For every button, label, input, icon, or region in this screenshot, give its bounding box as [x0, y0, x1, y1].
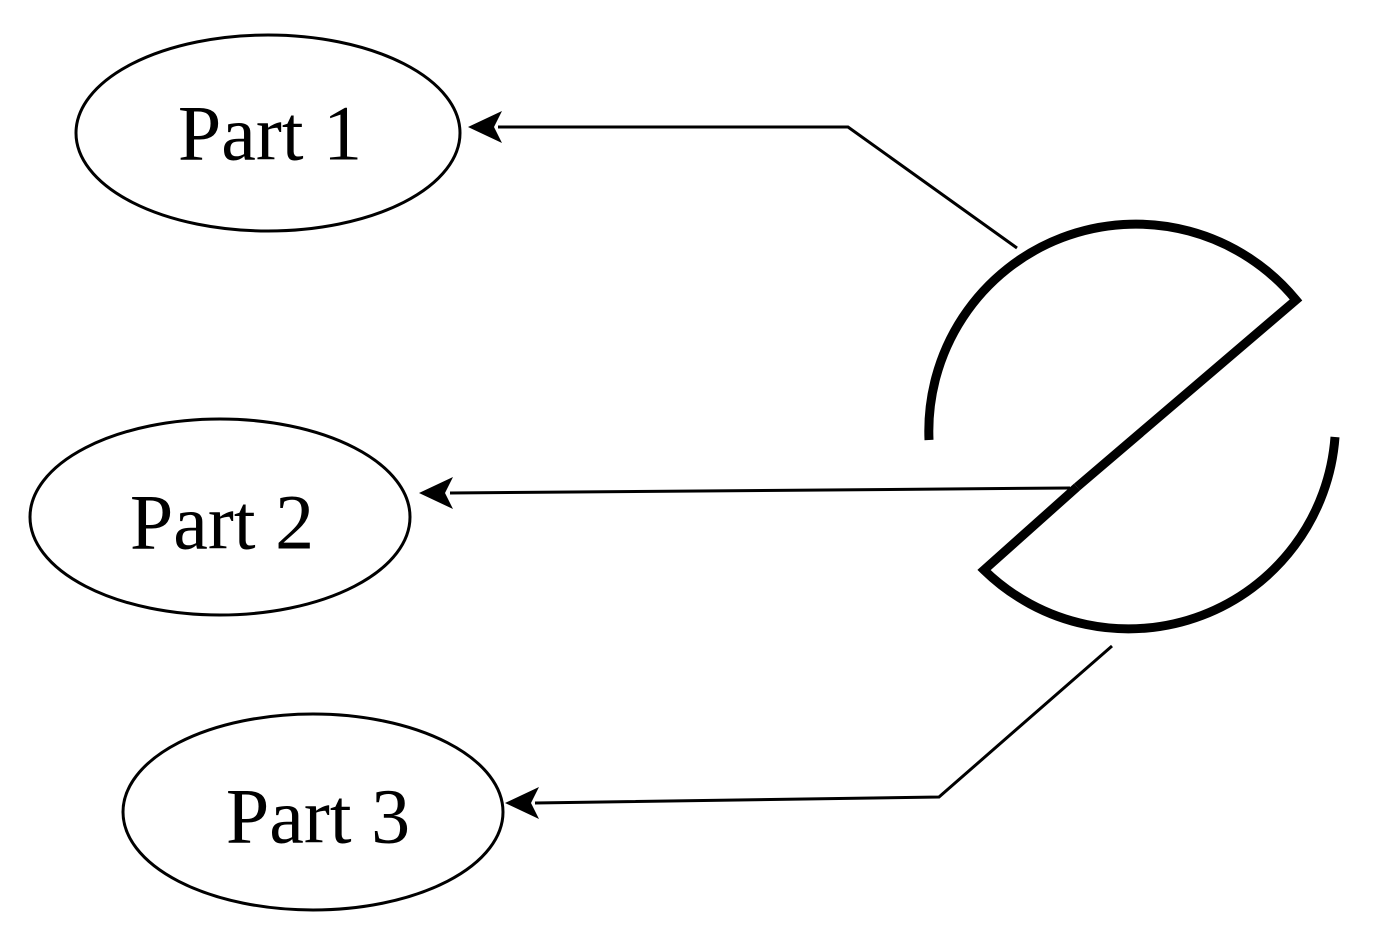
- node-part-2-ellipse: [28, 417, 412, 617]
- connector-part-2: [419, 477, 1071, 509]
- node-part-2: Part 2: [28, 417, 412, 617]
- node-part-1-label: Part 1: [178, 90, 362, 177]
- connector-part-1: [468, 111, 1018, 250]
- node-part-3-ellipse: [121, 712, 505, 912]
- node-part-1: Part 1: [74, 33, 462, 233]
- arrowhead-part-2: [419, 477, 453, 509]
- node-part-2-label: Part 2: [130, 479, 314, 566]
- arrowhead-part-3: [505, 787, 539, 819]
- arrowhead-part-1: [468, 111, 502, 143]
- connector-part-3: [505, 644, 1113, 819]
- node-part-3-label: Part 3: [226, 773, 410, 860]
- split-circle-upper-half: [924, 219, 1303, 491]
- node-part-1-ellipse: [74, 33, 462, 233]
- node-part-3: Part 3: [121, 712, 505, 912]
- split-circle-lower-half: [977, 436, 1340, 634]
- split-circle-shape: [924, 219, 1340, 634]
